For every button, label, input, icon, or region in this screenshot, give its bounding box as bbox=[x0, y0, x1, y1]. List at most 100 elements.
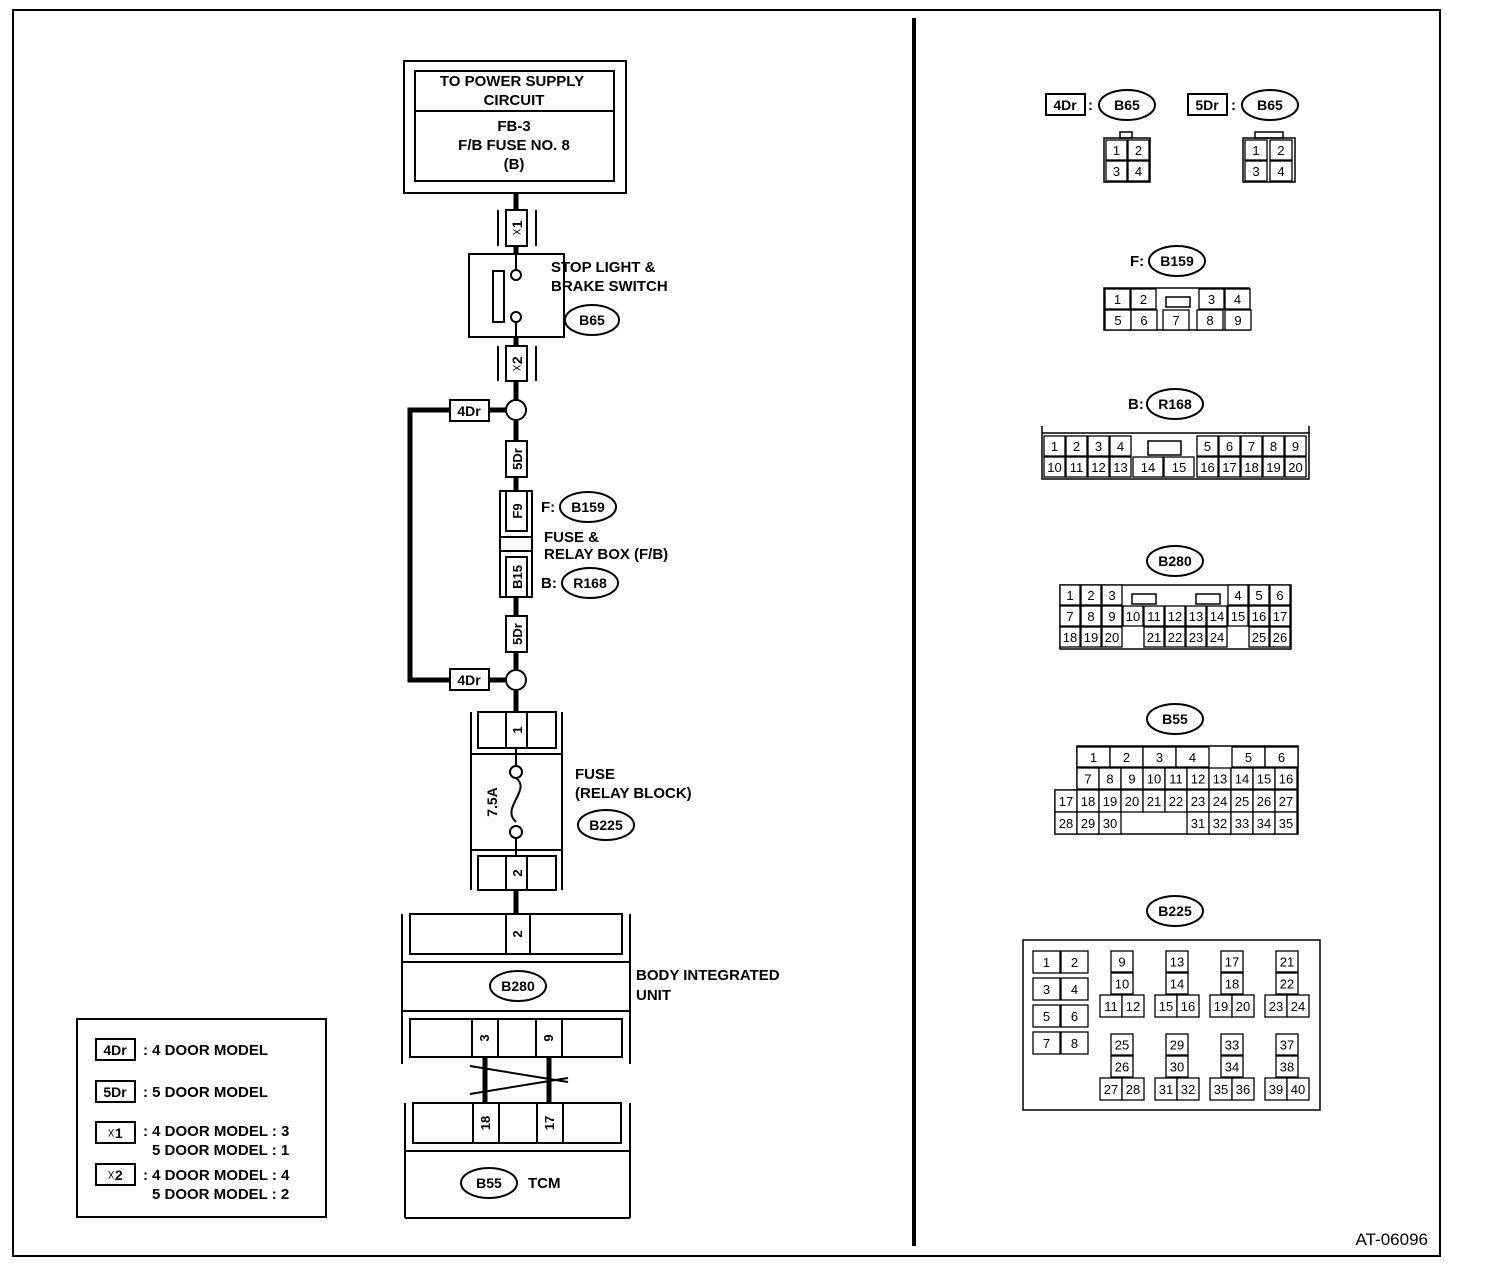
pin-cell bbox=[1165, 1033, 1189, 1056]
pin-label: 9 bbox=[1108, 609, 1115, 624]
legend-tag-5dr: 5Dr bbox=[103, 1084, 127, 1100]
legend-tag-s2: ☓2 bbox=[107, 1167, 122, 1183]
relay-fuse-pin-bottom: 2 bbox=[510, 869, 525, 876]
pin-label: 21 bbox=[1147, 630, 1161, 645]
pin-cell bbox=[1087, 456, 1110, 478]
pin-cell bbox=[1043, 456, 1066, 478]
pin-label: 1 bbox=[1252, 143, 1259, 158]
pin-label: 16 bbox=[1252, 609, 1266, 624]
pin-cell bbox=[1143, 626, 1165, 648]
diagram-border bbox=[12, 9, 1441, 1257]
pin-label: 1 bbox=[1066, 588, 1073, 603]
pin-label: 9 bbox=[1292, 439, 1299, 454]
pin-cell bbox=[1132, 456, 1164, 478]
fb-b-connector: R168 bbox=[573, 575, 607, 591]
pin-label: 8 bbox=[1087, 609, 1094, 624]
pin-label: 5 bbox=[1043, 1009, 1050, 1024]
pin-label: 29 bbox=[1170, 1038, 1184, 1053]
legend-text-s2-line1: : 4 DOOR MODEL : 4 bbox=[143, 1167, 290, 1184]
pin-label: 3 bbox=[1043, 982, 1050, 997]
pin-label: 5 bbox=[1245, 750, 1252, 765]
relay-fuse-line1: FUSE bbox=[575, 766, 615, 783]
pin-label: 4 bbox=[1234, 588, 1241, 603]
fb-pin-b15: B15 bbox=[510, 565, 525, 589]
pin-cell bbox=[1110, 972, 1134, 995]
relay-fuse-connector: B225 bbox=[589, 817, 623, 833]
pin-cell bbox=[1275, 950, 1299, 973]
fuse-relay-box: F9 B15 F: B159 FUSE & RELAY BOX (F/B) B:… bbox=[499, 490, 668, 599]
pin-cell bbox=[1043, 435, 1066, 457]
pin-label: 3 bbox=[1252, 164, 1259, 179]
pin-label: 36 bbox=[1236, 1082, 1250, 1097]
pin-cell bbox=[1032, 977, 1061, 1001]
pin-label: 8 bbox=[1106, 772, 1113, 787]
pin-label: 28 bbox=[1126, 1082, 1140, 1097]
pin-label: 17 bbox=[1059, 794, 1073, 809]
pin-cell bbox=[1109, 435, 1132, 457]
pin-cell bbox=[1101, 626, 1123, 648]
legend: 4Dr : 4 DOOR MODEL 5Dr : 5 DOOR MODEL ☓1… bbox=[76, 1018, 327, 1218]
b65-4dr-colon: : bbox=[1088, 97, 1093, 114]
pin-cell bbox=[1274, 811, 1298, 835]
pin-cell bbox=[1220, 972, 1244, 995]
pin-cell bbox=[1220, 1055, 1244, 1078]
pin-label: 6 bbox=[1276, 588, 1283, 603]
pin-cell bbox=[1104, 288, 1131, 310]
pin-cell bbox=[1196, 309, 1224, 331]
pin-label: 2 bbox=[1123, 750, 1130, 765]
power-supply-line2: CIRCUIT bbox=[484, 92, 545, 109]
pin-label: 6 bbox=[1140, 313, 1147, 328]
pin-label: 20 bbox=[1236, 999, 1250, 1014]
pin-cell bbox=[1060, 1031, 1089, 1055]
pin-label: 13 bbox=[1189, 609, 1203, 624]
tag-4dr-top: 4Dr bbox=[457, 403, 481, 419]
pin-cell bbox=[1032, 950, 1061, 974]
pin-label: 12 bbox=[1191, 772, 1205, 787]
pin-label: 17 bbox=[1222, 460, 1236, 475]
pin-label: 1 bbox=[1090, 750, 1097, 765]
pin-cell bbox=[1105, 139, 1128, 161]
tcm-pin-17: 17 bbox=[542, 1116, 557, 1130]
pin-cell bbox=[1101, 584, 1123, 606]
pin-label: 3 bbox=[1108, 588, 1115, 603]
pin-cell bbox=[1269, 139, 1293, 161]
pin-label: 24 bbox=[1210, 630, 1224, 645]
pin-cell bbox=[1196, 435, 1219, 457]
pin-label: 31 bbox=[1191, 816, 1205, 831]
pin-cell bbox=[1269, 584, 1291, 606]
fb-line2: RELAY BOX (F/B) bbox=[544, 546, 668, 563]
stop-switch-pin-bottom-label: ☓2 bbox=[509, 356, 525, 371]
fb-f-prefix: F: bbox=[541, 499, 555, 516]
tag-4dr-bottom: 4Dr bbox=[457, 672, 481, 688]
biu-line2: UNIT bbox=[636, 987, 671, 1004]
pin-cell bbox=[1175, 746, 1210, 768]
pin-cell bbox=[1060, 950, 1089, 974]
pin-label: 7 bbox=[1248, 439, 1255, 454]
pin-label: 20 bbox=[1288, 460, 1302, 475]
pin-cell bbox=[1098, 811, 1122, 835]
power-supply-line1: TO POWER SUPPLY bbox=[440, 73, 584, 90]
pin-label: 4 bbox=[1189, 750, 1196, 765]
b65-5dr-colon: : bbox=[1231, 97, 1236, 114]
pin-cell bbox=[1165, 972, 1189, 995]
pin-cell bbox=[1109, 456, 1132, 478]
pin-label: 18 bbox=[1081, 794, 1095, 809]
tcm-label: TCM bbox=[528, 1175, 561, 1192]
pin-label: 1 bbox=[1114, 292, 1121, 307]
pin-label: 33 bbox=[1225, 1038, 1239, 1053]
pin-label: 32 bbox=[1181, 1082, 1195, 1097]
pin-cell bbox=[1065, 456, 1088, 478]
pin-cell bbox=[1240, 435, 1263, 457]
pin-cell bbox=[1244, 160, 1268, 182]
fb-b-prefix: B: bbox=[541, 575, 557, 592]
pin-cell bbox=[1065, 435, 1088, 457]
pin-cell bbox=[1101, 605, 1123, 627]
pin-label: 33 bbox=[1235, 816, 1249, 831]
pin-label: 10 bbox=[1115, 977, 1129, 992]
